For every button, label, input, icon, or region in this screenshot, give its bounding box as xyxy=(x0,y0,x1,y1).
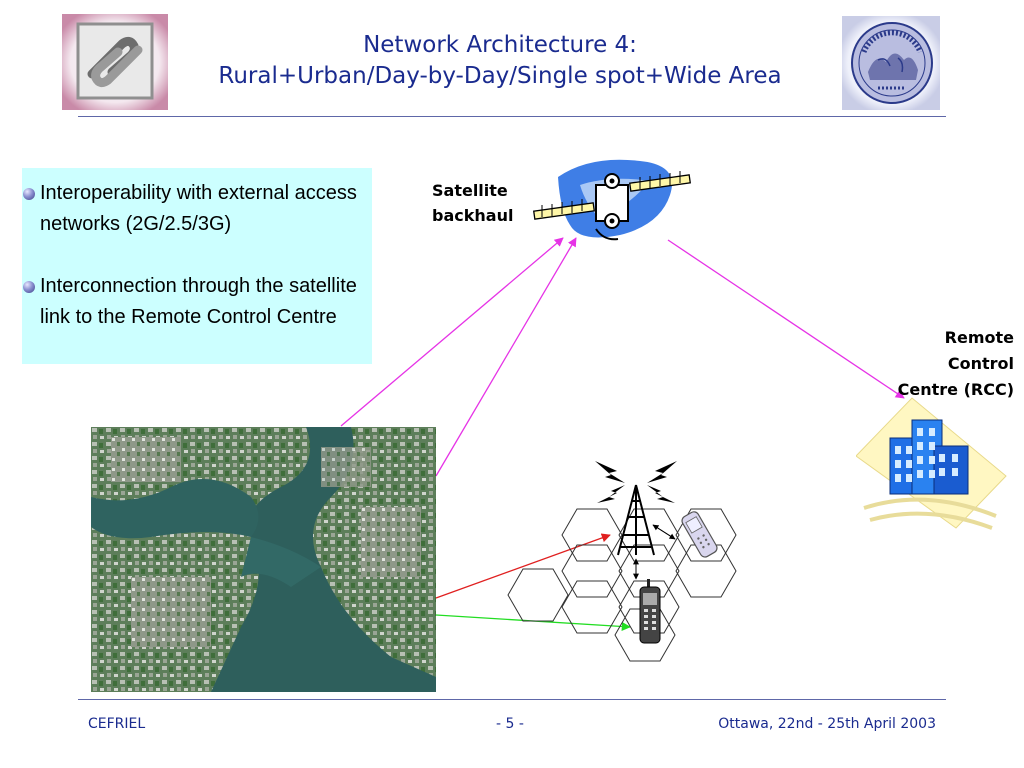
hex-cell xyxy=(561,508,623,562)
rcc-label: Remote Control Centre (RCC) xyxy=(897,328,1014,399)
link-aerial-to-satellite-2 xyxy=(435,237,577,477)
hex-cell xyxy=(561,544,623,598)
handset-phone-icon xyxy=(639,579,661,644)
cefriel-logo xyxy=(62,14,168,110)
office-building-icon xyxy=(856,397,1007,530)
hex-cell xyxy=(675,508,737,562)
satellite-icon xyxy=(533,159,691,241)
hex-cell xyxy=(618,544,680,598)
title-line-2: Rural+Urban/Day-by-Day/Single spot+Wide … xyxy=(218,63,782,89)
hex-cell xyxy=(614,608,676,662)
link-satellite-to-rcc xyxy=(667,239,905,399)
header-divider xyxy=(78,116,946,117)
aerial-city-image xyxy=(91,427,436,692)
bullet-box: Interoperability with external access ne… xyxy=(22,168,372,364)
bullet-item: Interconnection through the satellite li… xyxy=(22,271,385,333)
radio-tower-icon xyxy=(617,484,655,556)
cellular-network-cells xyxy=(507,461,737,662)
bullet-dot-icon xyxy=(23,188,35,200)
politecnico-seal xyxy=(842,16,940,110)
footer-organization: CEFRIEL xyxy=(88,716,146,732)
mobile-phone-icon xyxy=(681,511,718,558)
hex-cell xyxy=(507,568,569,622)
bullet-text: Interoperability with external access ne… xyxy=(40,182,357,235)
signal-waves-icon xyxy=(595,461,677,503)
link-aerial-to-satellite-1 xyxy=(340,237,564,427)
hex-cell xyxy=(618,580,680,634)
bullet-text: Interconnection through the satellite li… xyxy=(40,275,357,328)
footer-event-date: Ottawa, 22nd - 25th April 2003 xyxy=(718,716,936,732)
title-line-1: Network Architecture 4: xyxy=(363,32,637,58)
hex-cell xyxy=(561,580,623,634)
bullet-dot-icon xyxy=(23,281,35,293)
hex-cell xyxy=(675,544,737,598)
bullet-item: Interoperability with external access ne… xyxy=(22,178,385,240)
slide-title: Network Architecture 4: Rural+Urban/Day-… xyxy=(180,30,820,92)
satellite-label: Satellite backhaul xyxy=(432,181,514,225)
footer-divider xyxy=(78,699,946,700)
footer-page-number: - 5 - xyxy=(496,716,524,732)
